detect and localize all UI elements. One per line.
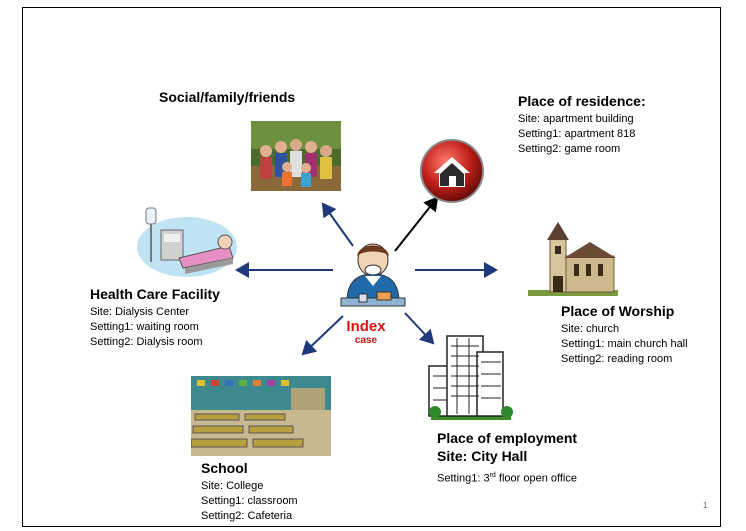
worship-site: Site: church — [561, 323, 620, 335]
hospital-patient-icon — [137, 207, 237, 277]
arrows — [235, 196, 498, 356]
health-setting1: Setting1: waiting room — [90, 321, 199, 333]
worship-setting2: Setting2: reading room — [561, 353, 673, 365]
school-setting2: Setting2: Cafeteria — [201, 510, 293, 522]
social-title: Social/family/friends — [159, 89, 296, 105]
worship-title: Place of Worship — [561, 303, 675, 319]
residence-setting2: Setting2: game room — [518, 143, 621, 155]
school-title: School — [201, 460, 248, 476]
family-photo — [251, 121, 341, 191]
arrow-to-residence — [394, 196, 439, 252]
arrow-to-school — [301, 315, 344, 356]
index-label: Index — [346, 318, 386, 335]
health-site: Site: Dialysis Center — [90, 306, 190, 318]
school-site: Site: College — [201, 480, 264, 492]
home-icon — [420, 139, 484, 203]
index-case-person-icon — [340, 243, 406, 307]
arrow-to-social — [321, 202, 354, 247]
residence-site: Site: apartment building — [518, 113, 634, 125]
arrow-to-employment — [404, 312, 435, 345]
employment-title: Place of employment — [437, 430, 578, 446]
residence-title: Place of residence: — [518, 93, 646, 109]
office-building-icon — [428, 335, 513, 420]
health-title: Health Care Facility — [90, 286, 220, 302]
slide: Social/family/friends Place of residence… — [22, 7, 721, 527]
worship-setting1: Setting1: main church hall — [561, 338, 688, 350]
employment-site: Site: City Hall — [437, 448, 528, 464]
page-number: 1 — [703, 501, 708, 510]
health-setting2: Setting2: Dialysis room — [90, 336, 203, 348]
church-icon — [528, 222, 618, 296]
employment-setting1: Setting1: 3rd floor open office — [437, 472, 577, 485]
residence-setting1: Setting1: apartment 818 — [518, 128, 636, 140]
classroom-photo — [191, 376, 331, 456]
school-setting1: Setting1: classroom — [201, 495, 298, 507]
case-label: case — [354, 335, 378, 346]
